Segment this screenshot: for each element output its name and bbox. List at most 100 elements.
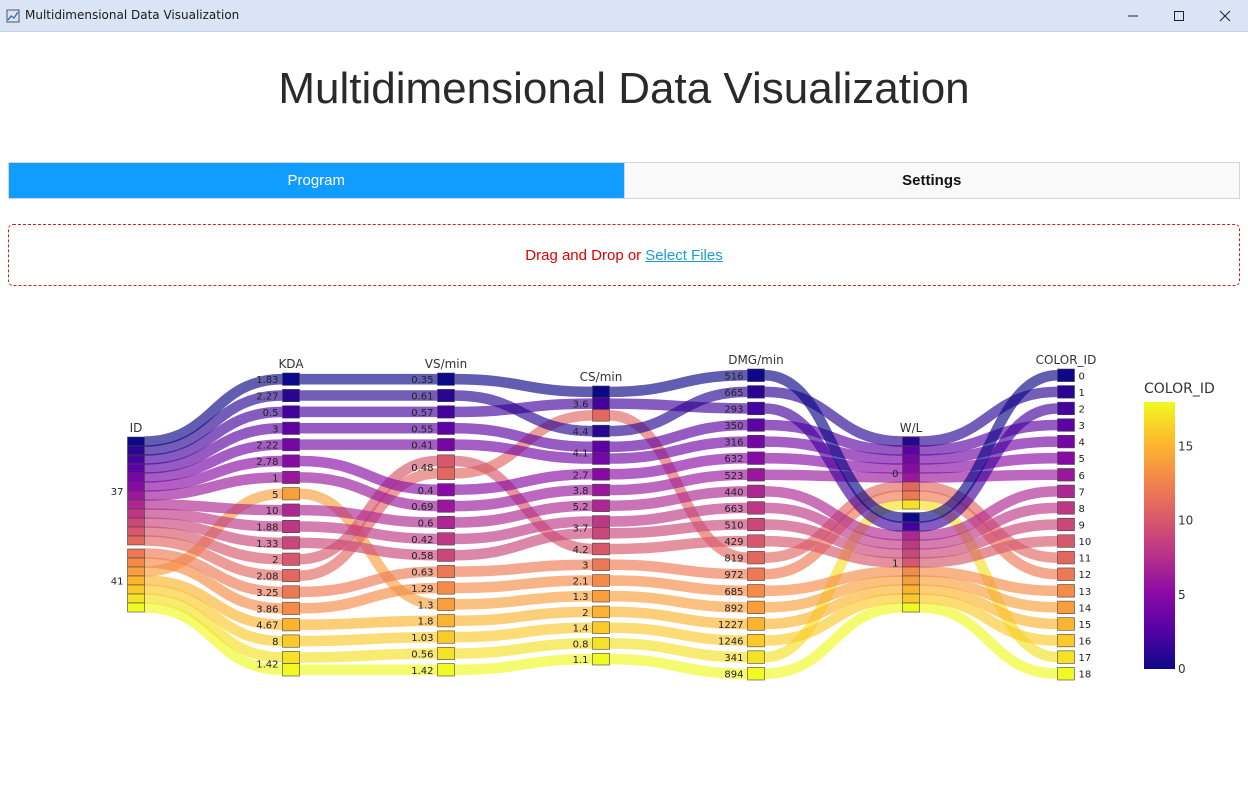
category-bar[interactable] [282,601,300,615]
category-bar[interactable] [282,438,300,452]
category-bar[interactable] [437,405,455,419]
category-bar[interactable] [127,490,145,501]
category-bar[interactable] [437,646,455,660]
category-bar[interactable] [747,401,765,416]
category-bar[interactable] [902,490,920,501]
category-bar[interactable] [437,516,455,529]
category-bar[interactable] [902,539,920,550]
category-bar[interactable] [747,501,765,515]
tab-program[interactable]: Program [9,163,624,198]
category-bar[interactable] [282,618,300,632]
category-bar[interactable] [902,512,920,523]
category-bar[interactable] [902,463,920,474]
category-bar[interactable] [127,548,145,559]
category-bar[interactable] [902,602,920,613]
category-bar[interactable] [127,454,145,465]
category-bar[interactable] [282,372,300,386]
category-bar[interactable] [902,566,920,577]
category-bar[interactable] [592,424,610,438]
category-bar[interactable] [902,454,920,465]
category-bar[interactable] [1057,617,1075,631]
category-bar[interactable] [592,558,610,571]
minimize-button[interactable] [1110,0,1156,32]
category-bar[interactable] [747,650,765,664]
category-bar[interactable] [282,520,300,533]
category-bar[interactable] [282,585,300,599]
category-bar[interactable] [282,421,300,435]
category-bar[interactable] [1057,401,1075,416]
category-bar[interactable] [437,581,455,595]
category-bar[interactable] [747,551,765,565]
category-bar[interactable] [127,566,145,577]
category-bar[interactable] [437,597,455,611]
category-bar[interactable] [127,463,145,474]
category-bar[interactable] [747,617,765,631]
category-bar[interactable] [127,445,145,456]
category-bar[interactable] [747,368,765,382]
category-bar[interactable] [592,637,610,650]
category-bar[interactable] [127,584,145,595]
category-bar[interactable] [1057,551,1075,565]
category-bar[interactable] [902,499,920,510]
category-bar[interactable] [437,466,455,480]
category-bar[interactable] [1057,633,1075,648]
category-bar[interactable] [282,503,300,517]
category-bar[interactable] [437,389,455,403]
category-bar[interactable] [437,483,455,497]
category-bar[interactable] [592,409,610,422]
category-bar[interactable] [1057,600,1075,614]
category-bar[interactable] [282,487,300,501]
category-bar[interactable] [592,440,610,453]
category-bar[interactable] [127,499,145,510]
category-bar[interactable] [747,517,765,532]
category-bar[interactable] [592,605,610,619]
category-bar[interactable] [592,515,610,528]
category-bar[interactable] [592,483,610,497]
category-bar[interactable] [127,575,145,586]
category-bar[interactable] [747,385,765,399]
category-bar[interactable] [747,600,765,614]
category-bar[interactable] [592,397,610,410]
category-bar[interactable] [592,452,610,465]
category-bar[interactable] [437,663,455,677]
category-bar[interactable] [127,557,145,568]
maximize-button[interactable] [1156,0,1202,32]
category-bar[interactable] [747,484,765,498]
category-bar[interactable] [282,389,300,403]
category-bar[interactable] [1057,368,1075,382]
category-bar[interactable] [747,418,765,432]
category-bar[interactable] [592,621,610,634]
category-bar[interactable] [1057,418,1075,432]
category-bar[interactable] [127,535,145,546]
category-bar[interactable] [1057,667,1075,681]
category-bar[interactable] [282,470,300,484]
category-bar[interactable] [747,435,765,449]
category-bar[interactable] [437,372,455,386]
category-bar[interactable] [902,472,920,483]
category-bar[interactable] [902,548,920,559]
category-bar[interactable] [437,532,455,546]
category-bar[interactable] [902,575,920,586]
category-bar[interactable] [902,557,920,568]
category-bar[interactable] [902,436,920,447]
tab-settings[interactable]: Settings [623,163,1239,198]
category-bar[interactable] [437,454,455,468]
category-bar[interactable] [127,436,145,447]
category-bar[interactable] [902,481,920,492]
category-bar[interactable] [282,536,300,550]
category-bar[interactable] [902,593,920,604]
category-bar[interactable] [127,481,145,492]
category-bar[interactable] [1057,584,1075,598]
category-bar[interactable] [1057,385,1075,399]
category-bar[interactable] [747,468,765,482]
category-bar[interactable] [127,508,145,519]
category-bar[interactable] [1057,435,1075,449]
category-bar[interactable] [592,652,610,666]
category-bar[interactable] [127,517,145,528]
category-bar[interactable] [437,614,455,628]
category-bar[interactable] [127,526,145,537]
category-bar[interactable] [127,602,145,613]
category-bar[interactable] [437,548,455,562]
category-bar[interactable] [282,552,300,566]
category-bar[interactable] [902,584,920,595]
